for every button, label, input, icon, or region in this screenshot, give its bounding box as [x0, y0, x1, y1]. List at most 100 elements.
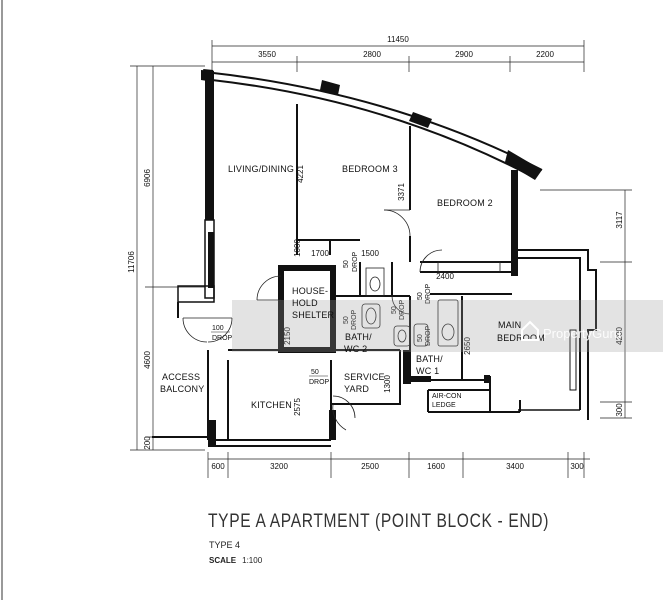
svg-text:DROP: DROP	[425, 325, 432, 346]
room-bedroom-2: BEDROOM 2	[437, 198, 493, 208]
balcony-pier	[177, 285, 215, 303]
dim-inner-2650: 2650	[463, 337, 472, 355]
dim-inner-2150: 2150	[283, 327, 292, 345]
wc2-sink-counter	[365, 267, 385, 297]
room-service-yard: SERVICE YARD	[344, 372, 385, 394]
main-bedroom-right-wall-inner	[518, 257, 581, 410]
dim-bottom-2: 3200	[270, 462, 288, 471]
room-main-bedroom: MAIN BEDROOM	[497, 320, 545, 343]
svg-text:50: 50	[391, 306, 398, 314]
dim-right-1: 3117	[615, 211, 624, 229]
window-main-bedroom	[569, 329, 577, 391]
right-dimension-lines	[540, 189, 632, 419]
dim-inner-4221: 4221	[296, 165, 305, 183]
svg-text:HOUSE-: HOUSE-	[292, 286, 328, 296]
scale-label: SCALE	[209, 556, 237, 565]
drop-50-wc1: 50 DROP	[417, 325, 432, 346]
room-bath-wc1: BATH/ WC 1	[416, 354, 443, 376]
svg-text:HOLD: HOLD	[292, 298, 318, 308]
dim-top-total: 11450	[387, 35, 409, 44]
drop-50-wc2-right: 50 DROP	[391, 299, 406, 320]
svg-text:DROP: DROP	[352, 251, 359, 272]
room-bath-wc2: BATH/ WC 2	[344, 332, 372, 354]
living-left-wall	[205, 76, 214, 220]
main-bedroom-right-wall	[518, 249, 597, 420]
room-living-dining: LIVING/DINING	[228, 164, 294, 174]
dim-bottom-5: 3400	[506, 462, 524, 471]
watermark-band	[232, 300, 663, 352]
dim-inner-3371: 3371	[397, 183, 406, 201]
living-left-wall-solid	[208, 232, 214, 288]
bedroom2-right-wall	[511, 170, 518, 276]
curved-facade-inner	[211, 79, 536, 179]
plan-scale: SCALE 1:100	[209, 556, 262, 565]
door-swings	[182, 209, 443, 431]
top-dimension-lines	[211, 40, 585, 72]
dim-bottom-4: 1600	[427, 462, 445, 471]
propertyguru-logo-icon	[521, 320, 539, 341]
svg-text:LEDGE: LEDGE	[432, 402, 456, 409]
svg-text:DROP: DROP	[309, 379, 330, 386]
svg-text:SHELTER: SHELTER	[292, 310, 335, 320]
svg-text:WC 1: WC 1	[416, 366, 439, 376]
svg-text:BATH/: BATH/	[416, 354, 443, 364]
svg-text:MAIN: MAIN	[498, 320, 521, 330]
dim-inner-1500: 1500	[361, 249, 379, 258]
bathroom-fixtures	[361, 261, 501, 347]
dim-bottom-3: 2500	[361, 462, 379, 471]
dim-inner-2575: 2575	[293, 398, 302, 416]
svg-text:DROP: DROP	[212, 335, 233, 342]
dim-bottom-6: 300	[570, 462, 584, 471]
dim-right-2: 4200	[615, 327, 624, 345]
svg-text:50: 50	[343, 316, 350, 324]
room-access-balcony: ACCESS BALCONY	[160, 372, 204, 394]
room-bedroom-3: BEDROOM 3	[342, 164, 398, 174]
svg-text:SERVICE: SERVICE	[344, 372, 385, 382]
svg-text:WC 2: WC 2	[344, 344, 367, 354]
svg-text:DROP: DROP	[351, 309, 358, 330]
room-aircon-ledge: AIR-CON LEDGE	[432, 393, 462, 409]
household-shelter-walls	[278, 265, 336, 353]
dim-inner-1300: 1300	[383, 375, 392, 393]
room-household-shelter: HOUSE- HOLD SHELTER	[292, 286, 335, 320]
svg-text:AIR-CON: AIR-CON	[432, 393, 462, 400]
dim-top-3: 2900	[455, 50, 473, 59]
drop-50-corridor-a: 50 DROP	[343, 251, 359, 272]
svg-text:DROP: DROP	[425, 283, 432, 304]
drop-50-corridor-b: 50 DROP	[417, 283, 432, 304]
svg-text:50: 50	[343, 260, 350, 268]
plan-type-label: TYPE 4	[209, 540, 241, 550]
dim-left-1: 6906	[143, 169, 152, 187]
svg-text:50: 50	[311, 369, 319, 376]
access-balcony-walls	[152, 302, 209, 440]
drop-50-wc2: 50 DROP	[343, 309, 358, 330]
scale-value: 1:100	[242, 556, 263, 565]
structural-walls	[208, 350, 490, 446]
svg-text:PropertyGuru: PropertyGuru	[543, 326, 621, 341]
room-kitchen: KITCHEN	[251, 400, 292, 410]
dim-inner-2400: 2400	[436, 272, 454, 281]
dim-top-2: 2800	[363, 50, 381, 59]
dim-top-1: 3550	[258, 50, 276, 59]
dim-inner-1700: 1700	[311, 249, 329, 258]
svg-text:50: 50	[417, 334, 424, 342]
svg-text:BEDROOM: BEDROOM	[497, 333, 545, 343]
dim-right-3: 300	[615, 403, 624, 417]
interior-walls	[208, 104, 521, 447]
dim-left-3: 200	[143, 436, 152, 450]
drop-50-kitchen: 50 DROP	[309, 369, 330, 386]
drop-100: 100 DROP	[211, 325, 233, 342]
svg-text:ACCESS: ACCESS	[162, 372, 200, 382]
svg-text:50: 50	[417, 292, 424, 300]
plan-title: TYPE A APARTMENT (POINT BLOCK - END)	[208, 511, 550, 532]
dim-inner-1000: 1000	[293, 239, 302, 257]
dim-left-2: 4600	[143, 351, 152, 369]
svg-text:DROP: DROP	[399, 299, 406, 320]
dim-bottom-1: 600	[211, 462, 225, 471]
dim-left-total: 11706	[127, 251, 136, 273]
curved-facade-outer	[204, 71, 543, 171]
bottom-dimension-lines	[207, 452, 590, 478]
svg-text:BATH/: BATH/	[345, 332, 372, 342]
svg-text:YARD: YARD	[344, 384, 369, 394]
